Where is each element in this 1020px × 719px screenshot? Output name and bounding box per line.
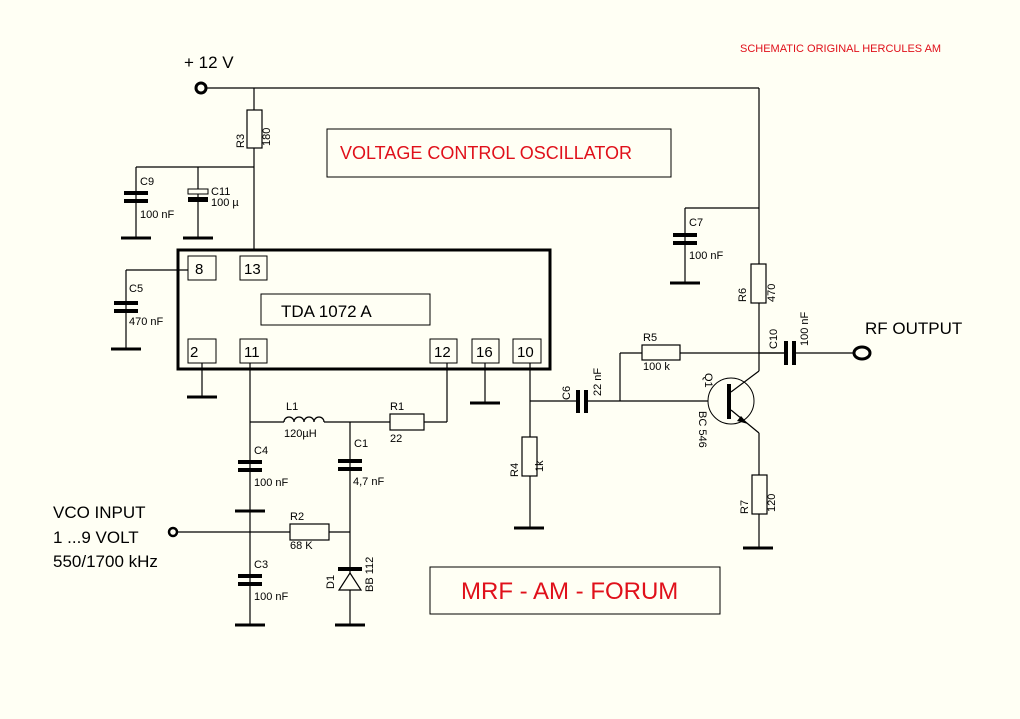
resistor-r1: R1 22: [389, 363, 448, 445]
svg-text:L1: L1: [286, 401, 298, 413]
capacitor-c10: C10 100 nF: [759, 311, 853, 365]
ic-name: TDA 1072 A: [281, 302, 372, 321]
title-box: VOLTAGE CONTROL OSCILLATOR: [326, 128, 672, 178]
svg-text:100 nF: 100 nF: [254, 591, 289, 603]
svg-text:550/1700 kHz: 550/1700 kHz: [53, 552, 158, 571]
svg-text:120µH: 120µH: [284, 428, 317, 440]
vco-input-terminal-icon: [167, 526, 179, 538]
svg-text:100 µ: 100 µ: [211, 197, 239, 209]
ic-pin-10: 10: [517, 344, 534, 361]
svg-text:R1: R1: [390, 401, 404, 413]
svg-text:D1: D1: [325, 575, 337, 589]
svg-text:C1: C1: [354, 438, 368, 450]
rf-output: RF OUTPUT: [852, 319, 962, 361]
svg-text:BC 546: BC 546: [696, 411, 708, 448]
capacitor-c1: C1 4,7 nF: [338, 422, 384, 625]
capacitor-c6: C6 22 nF: [530, 368, 708, 413]
svg-text:100 k: 100 k: [643, 361, 670, 373]
capacitor-c7: C7 100 nF: [670, 207, 759, 285]
ic-pin-8: 8: [195, 261, 203, 278]
resistor-r7: R7 120: [739, 474, 778, 550]
svg-text:C10: C10: [768, 329, 780, 349]
svg-text:100 nF: 100 nF: [799, 311, 811, 346]
footer-text: MRF - AM - FORUM: [461, 578, 678, 605]
resistor-r2: R2 68 K: [289, 511, 350, 552]
vco-input: VCO INPUT 1 ...9 VOLT 550/1700 kHz: [53, 503, 290, 571]
resistor-r6: R6 470: [737, 263, 778, 304]
svg-text:C7: C7: [689, 217, 703, 229]
supply-label: + 12 V: [184, 53, 234, 72]
svg-text:C6: C6: [561, 386, 573, 400]
svg-text:22 nF: 22 nF: [592, 368, 604, 396]
resistor-r5: R5 100 k: [619, 332, 786, 401]
svg-text:R6: R6: [737, 288, 749, 302]
transistor-q1: Q1 BC 546: [696, 88, 760, 475]
svg-text:100 nF: 100 nF: [254, 477, 289, 489]
svg-text:470 nF: 470 nF: [129, 316, 164, 328]
capacitor-c5: C5 470 nF: [111, 269, 188, 351]
ic-pin-2: 2: [190, 344, 198, 361]
supply-rail: + 12 V: [184, 53, 759, 95]
svg-text:VCO INPUT: VCO INPUT: [53, 503, 146, 522]
svg-text:R7: R7: [739, 500, 751, 514]
svg-text:R3: R3: [235, 134, 247, 148]
svg-text:100 nF: 100 nF: [689, 250, 724, 262]
footer-box: MRF - AM - FORUM: [429, 566, 721, 615]
ic-pin-12: 12: [434, 344, 451, 361]
supply-terminal-icon: [194, 81, 208, 95]
svg-text:RF OUTPUT: RF OUTPUT: [865, 319, 962, 338]
svg-text:C9: C9: [140, 176, 154, 188]
ic-pin-16: 16: [476, 344, 493, 361]
svg-text:1k: 1k: [534, 460, 546, 472]
capacitor-c4: C4 100 nF: [235, 445, 289, 513]
svg-text:Q1: Q1: [702, 373, 714, 388]
ic-tda1072a: TDA 1072 A 8 13 2 11 12 16 10: [176, 248, 552, 371]
svg-text:R5: R5: [643, 332, 657, 344]
schematic-note: SCHEMATIC ORIGINAL HERCULES AM: [740, 43, 941, 55]
svg-text:68 K: 68 K: [290, 540, 313, 552]
resistor-r4: R4 1k: [509, 436, 546, 530]
svg-text:R4: R4: [509, 463, 521, 477]
ic-pin-11: 11: [244, 344, 260, 361]
ic-pin-13: 13: [244, 261, 261, 278]
svg-text:R2: R2: [290, 511, 304, 523]
inductor-l1: L1 120µH: [250, 401, 390, 440]
svg-text:1 ...9 VOLT: 1 ...9 VOLT: [53, 528, 139, 547]
svg-text:22: 22: [390, 433, 402, 445]
svg-text:180: 180: [261, 128, 273, 146]
svg-text:C4: C4: [254, 445, 268, 457]
capacitor-c9: C9 100 nF: [121, 167, 175, 240]
title-text: VOLTAGE CONTROL OSCILLATOR: [340, 143, 632, 163]
capacitor-c11: C11 100 µ: [183, 167, 239, 240]
svg-text:C5: C5: [129, 283, 143, 295]
capacitor-c3: C3 100 nF: [235, 559, 289, 627]
rf-output-terminal-icon: [852, 345, 872, 361]
svg-text:100 nF: 100 nF: [140, 209, 175, 221]
svg-text:C3: C3: [254, 559, 268, 571]
svg-text:120: 120: [766, 494, 778, 512]
svg-text:470: 470: [766, 284, 778, 302]
svg-text:BB 112: BB 112: [364, 557, 376, 592]
svg-text:4,7 nF: 4,7 nF: [353, 476, 384, 488]
svg-text:C11: C11: [211, 186, 230, 198]
diode-d1: D1 BB 112: [325, 557, 376, 627]
resistor-r3: R3 180: [235, 88, 273, 250]
